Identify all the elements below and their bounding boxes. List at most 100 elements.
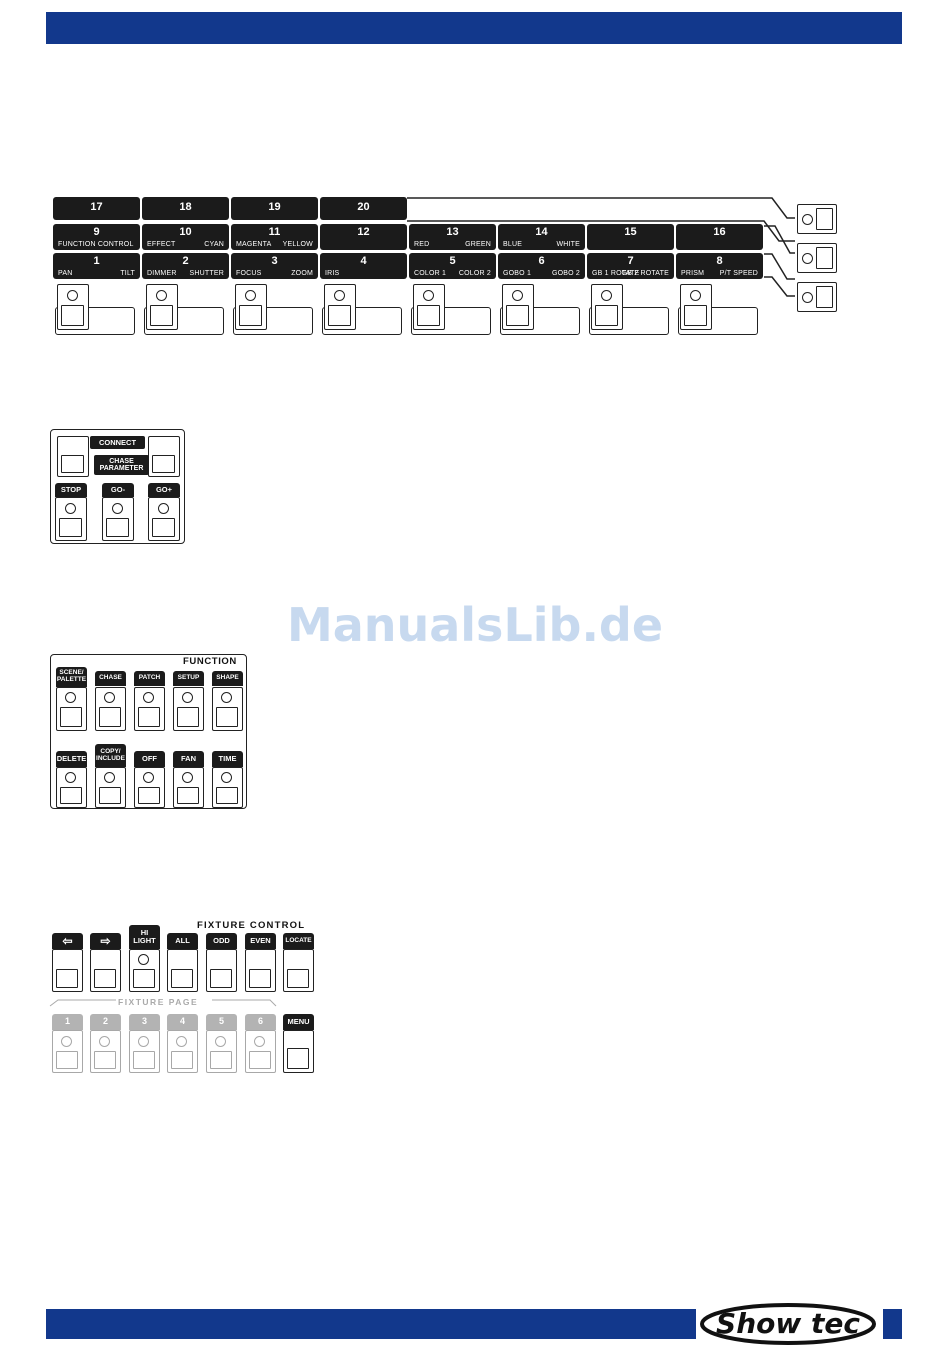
button-face — [239, 305, 262, 326]
fixture-control-label-6: EVEN — [245, 933, 276, 949]
channel-number: 8 — [716, 255, 723, 267]
button-face — [816, 247, 833, 269]
button-face — [328, 305, 351, 326]
function-button[interactable] — [134, 687, 165, 731]
led-indicator — [143, 772, 154, 783]
fixture-control-label-4: ALL — [167, 933, 198, 949]
function-button[interactable] — [95, 687, 126, 731]
function-button[interactable] — [56, 687, 87, 731]
fixture-page-button-4[interactable] — [167, 1030, 198, 1073]
fixture-control-button-4[interactable] — [167, 949, 198, 992]
connect-button[interactable] — [57, 436, 89, 477]
fixture-control-button-6[interactable] — [245, 949, 276, 992]
fixture-control-label-1: ⇦ — [52, 933, 83, 949]
channel-button-8[interactable] — [680, 284, 712, 330]
footer-bar-tail — [883, 1309, 902, 1339]
channel-label-top: 19 — [231, 197, 318, 220]
button-face — [506, 305, 529, 326]
channel-button-6[interactable] — [502, 284, 534, 330]
channel-function-left: DIMMER — [147, 270, 177, 277]
fixture-control-button-7[interactable] — [283, 949, 314, 992]
channel-function-left: PAN — [58, 270, 73, 277]
channel-button-1[interactable] — [57, 284, 89, 330]
channel-function-left: MAGENTA — [236, 241, 272, 248]
chase-button-2[interactable] — [102, 497, 134, 541]
function-button[interactable] — [95, 767, 126, 808]
button-face — [59, 518, 82, 537]
fixture-control-button-3[interactable] — [129, 949, 160, 992]
channel-function-right: GB 2 ROTATE — [621, 270, 669, 277]
channel-button-5[interactable] — [413, 284, 445, 330]
function-button[interactable] — [56, 767, 87, 808]
page-button-3[interactable] — [797, 282, 837, 312]
function-button[interactable] — [173, 687, 204, 731]
button-face — [99, 787, 121, 804]
button-face — [171, 1051, 193, 1069]
channel-button-4[interactable] — [324, 284, 356, 330]
led-indicator — [158, 503, 169, 514]
connector-lines — [407, 197, 795, 297]
chase-button-3[interactable] — [148, 497, 180, 541]
channel-number: 18 — [179, 201, 192, 213]
channel-button-3[interactable] — [235, 284, 267, 330]
button-face — [56, 1051, 78, 1069]
fixture-control-button-2[interactable] — [90, 949, 121, 992]
led-indicator — [65, 772, 76, 783]
function-button[interactable] — [134, 767, 165, 808]
function-patch-label: PATCH — [134, 671, 165, 686]
chase-panel-frame — [50, 429, 185, 544]
fixture-page-button-1[interactable] — [52, 1030, 83, 1073]
button-face — [152, 455, 175, 473]
channel-label-top: 18 — [142, 197, 229, 220]
button-face — [61, 455, 84, 473]
function-scenepalette-label: SCENE/ PALETTE — [56, 667, 87, 687]
channel-button-frame — [500, 307, 580, 335]
chase-go-label: GO- — [102, 483, 134, 497]
chase-button-1[interactable] — [55, 497, 87, 541]
button-face — [216, 787, 238, 804]
led-indicator — [99, 1036, 110, 1047]
fixture-control-button-1[interactable] — [52, 949, 83, 992]
button-face — [133, 969, 155, 988]
menu-button[interactable] — [283, 1030, 314, 1073]
channel-button-frame — [144, 307, 224, 335]
button-face — [94, 969, 116, 988]
channel-function-right: GREEN — [465, 241, 491, 248]
led-indicator — [112, 503, 123, 514]
channel-function-right: WHITE — [556, 241, 580, 248]
led-indicator — [601, 290, 612, 301]
channel-number: 1 — [93, 255, 100, 267]
button-face — [61, 305, 84, 326]
channel-label-top: 20 — [320, 197, 407, 220]
fixture-control-title: FIXTURE CONTROL — [197, 920, 306, 931]
fixture-page-button-5[interactable] — [206, 1030, 237, 1073]
function-button[interactable] — [173, 767, 204, 808]
channel-button-2[interactable] — [146, 284, 178, 330]
fixture-page-title: FIXTURE PAGE — [118, 997, 199, 1007]
channel-function-right: COLOR 2 — [458, 270, 491, 277]
fixture-control-button-5[interactable] — [206, 949, 237, 992]
function-button[interactable] — [212, 687, 243, 731]
page-button-2[interactable] — [797, 243, 837, 273]
button-face — [249, 1051, 271, 1069]
button-face — [595, 305, 618, 326]
button-face — [210, 969, 232, 988]
chase-parameter-button[interactable] — [148, 436, 180, 477]
watermark: ManualsLib.de — [286, 598, 664, 652]
fixture-page-button-2[interactable] — [90, 1030, 121, 1073]
fixture-control-label-2: ⇨ — [90, 933, 121, 949]
function-button[interactable] — [212, 767, 243, 808]
channel-number: 11 — [268, 226, 281, 238]
channel-label-mid: 16 — [676, 224, 763, 250]
channel-number: 2 — [182, 255, 189, 267]
channel-button-7[interactable] — [591, 284, 623, 330]
fixture-page-button-3[interactable] — [129, 1030, 160, 1073]
button-face — [106, 518, 129, 537]
channel-function-right: YELLOW — [282, 241, 313, 248]
page-button-1[interactable] — [797, 204, 837, 234]
fixture-page-button-6[interactable] — [245, 1030, 276, 1073]
